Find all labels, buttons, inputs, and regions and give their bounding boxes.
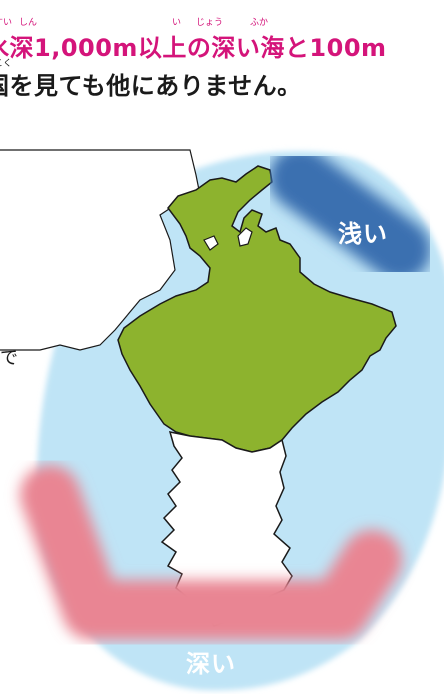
shallow-band: [269, 147, 431, 281]
ruby-i: い: [172, 18, 182, 28]
ruby-fuka: ふか: [250, 18, 269, 28]
ruby-shin: しん: [19, 18, 38, 28]
island-small-2: [203, 235, 219, 251]
ruby-sui: すい: [0, 18, 13, 28]
deep-label: 深い: [186, 650, 236, 678]
shallow-label: 浅い: [338, 220, 388, 248]
land-highlight: [117, 165, 397, 453]
deep-band: [20, 465, 402, 640]
heading-line-2: 国を見ても他にありません。: [0, 72, 302, 100]
ruby-koku: こく: [0, 59, 13, 69]
heading: すい しん い じょう ふか 水深1,000m以上の深い海と100m こく 国を…: [0, 0, 444, 110]
heading-line-1: 水深1,000m以上の深い海と100m: [0, 34, 387, 62]
island-small-1: [237, 227, 253, 247]
side-text-bottom: で: [0, 348, 18, 369]
ruby-jou: じょう: [196, 18, 224, 28]
